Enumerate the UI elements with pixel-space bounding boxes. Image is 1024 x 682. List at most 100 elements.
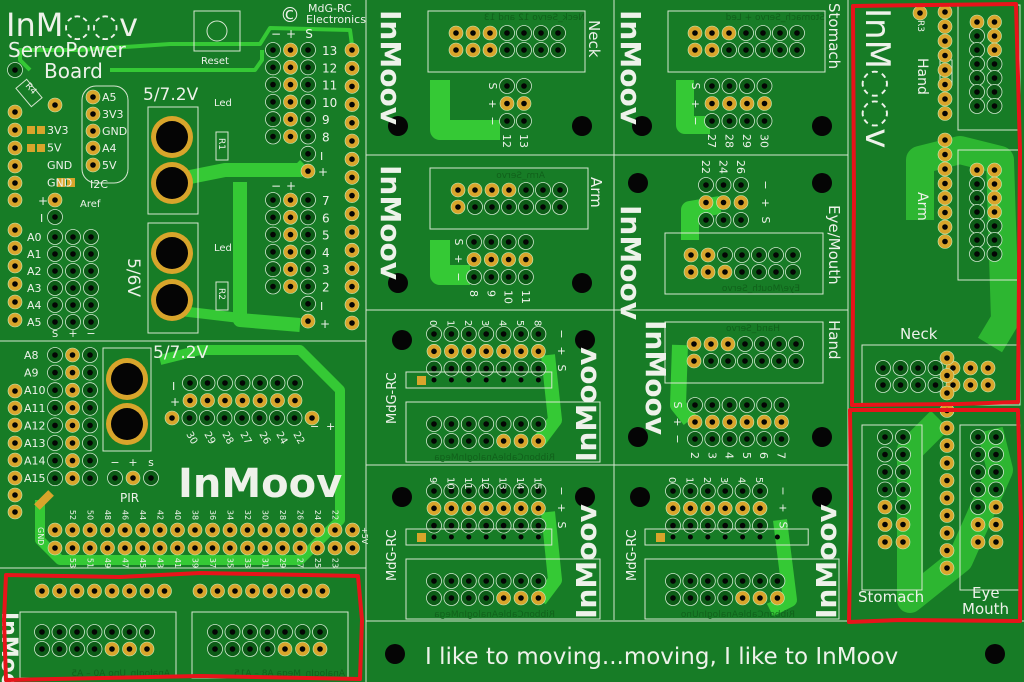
plated-pad xyxy=(939,455,955,471)
pin-pad xyxy=(739,397,755,413)
pin-label: − xyxy=(555,486,568,495)
pin-pad xyxy=(65,263,81,279)
pin-pad xyxy=(478,326,495,342)
pin-label: 4 xyxy=(497,320,508,326)
pin-label: 29 xyxy=(740,134,753,148)
plated-pad xyxy=(716,195,731,210)
pin-label: 1 xyxy=(444,320,455,326)
pin-label: 2 xyxy=(688,452,701,459)
copyright-symbol: © xyxy=(280,3,300,27)
pin-label: 35 xyxy=(226,558,235,568)
pin-pad xyxy=(682,517,699,534)
plated-pad xyxy=(297,583,313,599)
plated-pad xyxy=(222,540,238,556)
pin-pad xyxy=(717,247,733,263)
pin-label: GND xyxy=(47,159,72,172)
plated-pad xyxy=(82,540,98,556)
pin-label: I xyxy=(320,300,323,313)
pin-label: + xyxy=(170,395,180,409)
plated-pad xyxy=(69,583,85,599)
pin-pad xyxy=(717,483,734,499)
plated-pad xyxy=(227,583,243,599)
plated-pad xyxy=(466,252,482,267)
plated-pad xyxy=(988,534,1004,550)
pin-pad xyxy=(895,446,911,463)
plated-pad xyxy=(210,583,225,599)
pin-pad xyxy=(895,464,911,480)
slogan: I like to moving...moving, I like to InM… xyxy=(425,644,898,670)
pin-pad xyxy=(300,209,316,226)
pin-pad xyxy=(703,353,719,369)
pin-pad xyxy=(715,177,732,193)
module-inmoov-logo: InMoov xyxy=(639,320,672,435)
power-terminal-hole xyxy=(151,116,193,158)
plated-pad xyxy=(687,25,703,41)
pin-label: − xyxy=(271,179,281,193)
plated-pad xyxy=(483,252,499,267)
pin-pad xyxy=(104,624,120,640)
plated-pad xyxy=(47,540,63,556)
pin-pad xyxy=(478,517,495,534)
plated-pad xyxy=(937,147,953,162)
plated-pad xyxy=(987,162,1002,178)
plated-pad xyxy=(315,583,330,599)
plated-pad xyxy=(65,365,80,380)
pin-pad xyxy=(499,42,515,58)
pin-pad xyxy=(460,326,477,342)
pin-label: A11 xyxy=(24,402,46,415)
pin-pad xyxy=(207,641,223,657)
pin-label: 34 xyxy=(226,510,235,520)
pin-pad xyxy=(699,483,716,499)
plated-pad xyxy=(501,252,516,267)
pin-pad xyxy=(969,42,985,58)
pin-label: 3V3 xyxy=(47,124,69,137)
pin-pad xyxy=(877,446,893,463)
pin-pad xyxy=(516,42,532,58)
mdg-rc-label: MdG-RC xyxy=(385,372,400,424)
pin-pad xyxy=(495,326,512,342)
plated-pad xyxy=(7,258,23,274)
pin-label: 24 xyxy=(313,510,322,520)
pin-label: A15 xyxy=(24,472,46,485)
plated-pad xyxy=(310,522,325,538)
pin-label: 22 xyxy=(331,510,340,520)
pin-label: + xyxy=(326,420,335,433)
plated-pad xyxy=(295,641,310,657)
pin-pad xyxy=(552,182,568,198)
plated-pad xyxy=(7,122,23,138)
pin-pad xyxy=(752,573,768,589)
pin-pad xyxy=(988,481,1004,498)
voltage-label-low: 5/7.2V xyxy=(153,343,209,363)
plated-pad xyxy=(484,182,500,198)
pin-pad xyxy=(426,326,442,342)
pin-pad xyxy=(969,98,985,114)
plated-pad xyxy=(518,252,534,267)
pin-pad xyxy=(65,246,81,262)
pin-pad xyxy=(698,177,714,193)
pin-label: 5V xyxy=(47,142,62,155)
pin-label: 49 xyxy=(103,558,112,568)
pin-pad xyxy=(772,42,788,58)
plated-pad xyxy=(980,360,996,376)
plated-pad xyxy=(7,104,23,120)
plated-pad xyxy=(7,435,23,451)
pin-pad xyxy=(513,573,529,589)
pin-pad xyxy=(500,234,517,250)
power-terminal-hole xyxy=(151,232,193,274)
pin-label: 3 xyxy=(718,477,729,483)
plated-pad xyxy=(987,190,1002,206)
pin-pad xyxy=(513,517,529,534)
pin-pad xyxy=(699,590,716,606)
module-inmoov-logo: InMoov xyxy=(614,205,647,320)
pin-pad xyxy=(460,433,477,449)
pin-label: S xyxy=(671,402,684,409)
pin-pad xyxy=(986,98,1003,114)
pin-label: − xyxy=(271,27,281,41)
plated-pad xyxy=(937,106,953,121)
pin-pad xyxy=(738,42,754,58)
plated-pad xyxy=(531,343,546,359)
pin-pad xyxy=(443,573,460,589)
plated-pad xyxy=(47,192,63,208)
pin-pad xyxy=(265,94,281,110)
